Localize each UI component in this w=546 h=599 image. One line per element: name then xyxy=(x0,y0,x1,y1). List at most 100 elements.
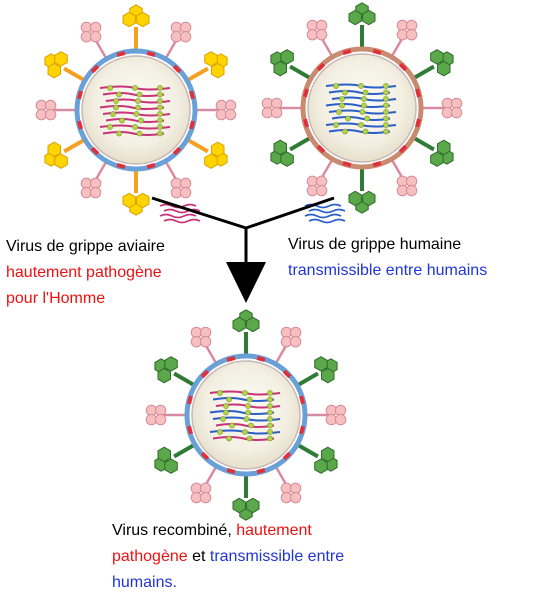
ion-channel-icon xyxy=(398,62,408,72)
rna-segment xyxy=(102,92,165,97)
rna-segment xyxy=(328,90,391,95)
hemagglutinin-icon xyxy=(348,190,362,207)
nucleoprotein-dot xyxy=(267,396,273,403)
nucleoprotein-dot xyxy=(339,102,345,109)
rna-squiggle xyxy=(308,218,346,224)
hemagglutinin-icon xyxy=(314,356,328,372)
hemagglutinin-icon xyxy=(54,153,68,169)
recombinant-virus-caption: Virus recombiné, hautement pathogène et … xyxy=(112,518,344,596)
hemagglutinin-icon xyxy=(348,9,362,26)
avian-caption-line1: Virus de grippe aviaire xyxy=(6,238,165,255)
rna-segment xyxy=(328,129,391,134)
hemagglutinin-icon xyxy=(204,153,218,169)
ion-channel-icon xyxy=(90,146,100,156)
neuraminidase-icon xyxy=(289,491,302,504)
nucleoprotein-dot xyxy=(116,130,122,137)
nucleoprotein-dot xyxy=(220,416,226,422)
avian-virus-particle xyxy=(35,4,237,216)
neuraminidase-icon xyxy=(89,186,102,199)
nucleoprotein-dot xyxy=(132,124,138,130)
merge-arrow-icon xyxy=(151,196,335,303)
nucleoprotein-dot xyxy=(383,115,389,122)
nucleoprotein-dot xyxy=(361,96,367,102)
human-virus-particle xyxy=(261,2,463,214)
recomb-caption-part3: pathogène xyxy=(112,548,188,565)
avian-caption-line3: pour l'Homme xyxy=(6,290,106,307)
nucleoprotein-dot xyxy=(135,98,141,104)
ion-channel-icon xyxy=(372,161,382,167)
ion-channel-icon xyxy=(299,425,305,435)
ion-channel-icon xyxy=(200,369,210,379)
nucleoprotein-dot xyxy=(383,83,389,89)
hemagglutinin-icon xyxy=(157,446,171,463)
nucleoprotein-dot xyxy=(267,416,273,422)
neuraminidase-icon xyxy=(405,28,418,41)
neuraminidase-icon xyxy=(289,335,302,348)
nucleoprotein-dot xyxy=(157,104,163,111)
hemagglutinin-icon xyxy=(437,139,451,156)
ion-channel-icon xyxy=(116,163,126,169)
nucleoprotein-dot xyxy=(383,96,389,102)
rna-segment xyxy=(102,131,165,136)
hemagglutinin-icon xyxy=(211,62,225,79)
nucleoprotein-dot xyxy=(333,83,339,89)
nucleoprotein-dot xyxy=(358,122,364,128)
rna-squiggle xyxy=(304,213,342,219)
neuraminidase-icon xyxy=(334,413,347,426)
nucleoprotein-dot xyxy=(342,128,348,135)
ion-channel-icon xyxy=(77,120,83,130)
neuraminidase-icon xyxy=(270,106,283,119)
hemagglutinin-icon xyxy=(136,11,150,28)
ion-channel-icon xyxy=(172,146,182,156)
neuraminidase-icon xyxy=(89,30,102,43)
nucleoprotein-dot xyxy=(362,128,369,135)
ion-channel-icon xyxy=(282,451,292,461)
hemagglutinin-icon xyxy=(273,60,287,77)
nucleoprotein-dot xyxy=(242,390,248,396)
nucleoprotein-dot xyxy=(245,403,251,409)
nucleoprotein-dot xyxy=(107,85,113,91)
neuraminidase-icon xyxy=(179,186,192,199)
nucleoprotein-dot xyxy=(226,435,232,442)
viral-core xyxy=(307,53,417,163)
nucleoprotein-dot xyxy=(359,109,366,115)
nucleoprotein-dot xyxy=(246,396,253,403)
nucleoprotein-dot xyxy=(383,128,389,135)
nucleoprotein-dot xyxy=(157,91,163,98)
hemagglutinin-icon xyxy=(54,51,68,67)
rna-segment xyxy=(212,436,275,441)
nucleoprotein-dot xyxy=(113,98,119,104)
viral-envelope xyxy=(300,46,424,170)
nucleoprotein-dot xyxy=(132,85,138,91)
viral-core xyxy=(81,55,191,165)
nucleoprotein-dot xyxy=(217,390,223,396)
neuraminidase-icon xyxy=(315,184,328,197)
hemagglutinin-icon xyxy=(136,192,150,209)
nucleoprotein-dot xyxy=(243,416,250,422)
nucleoprotein-dot xyxy=(135,104,141,111)
nucleoprotein-dot xyxy=(217,429,223,435)
nucleoprotein-dot xyxy=(345,115,351,122)
hemagglutinin-icon xyxy=(122,192,136,209)
rna-segment xyxy=(331,116,391,121)
neuraminidase-icon xyxy=(179,30,192,43)
nucleoprotein-dot xyxy=(333,122,339,128)
nucleoprotein-dot xyxy=(116,91,122,98)
nucleoprotein-dot xyxy=(362,89,369,96)
nucleoprotein-dot xyxy=(267,435,273,442)
ion-channel-icon xyxy=(77,90,83,100)
nucleoprotein-dot xyxy=(361,102,367,109)
rna-squiggle xyxy=(159,213,197,219)
recomb-caption-part6: humains. xyxy=(112,574,177,591)
nucleoprotein-dot xyxy=(383,102,389,109)
rna-squiggle xyxy=(308,208,346,214)
neuraminidase-icon xyxy=(450,106,463,119)
recomb-caption-part5: transmissible entre xyxy=(209,548,345,565)
nucleoprotein-dot xyxy=(248,422,254,429)
hemagglutinin-icon xyxy=(321,367,335,384)
rna-segment xyxy=(215,423,275,428)
nucleoprotein-dot xyxy=(157,98,163,104)
neuraminidase-icon xyxy=(224,108,237,121)
